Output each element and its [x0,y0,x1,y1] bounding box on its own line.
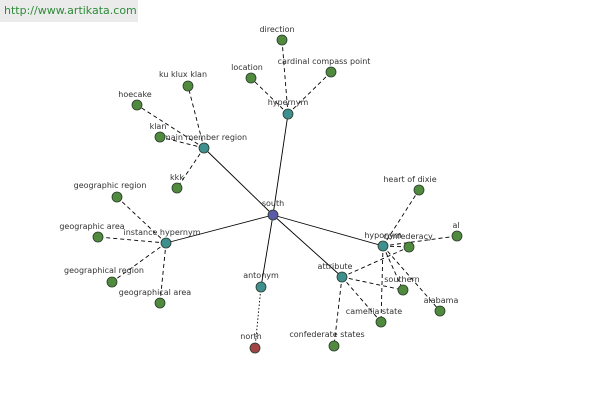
node-antonym[interactable] [255,281,267,293]
node-hyponym[interactable] [377,240,389,252]
node-geo_region1[interactable] [111,191,123,203]
edge-hyponym-southern [382,245,404,291]
edge-hypernym_top-cardinal [287,71,332,115]
edge-attribute-confederate_states [333,276,343,347]
node-label-instance_hypernym: instance hypernym [124,228,201,237]
edge-instance_hypernym-geo_region2 [111,242,167,283]
edge-south-main_member [203,147,274,216]
node-label-confederate_states: confederate states [289,330,364,339]
node-location[interactable] [245,72,257,84]
node-label-geo_area2: geographical area [119,288,192,297]
edge-attribute-camellia [341,276,382,323]
node-cardinal[interactable] [325,66,337,78]
node-kkk_clan[interactable] [182,80,194,92]
node-label-geo_region1: geographic region [74,181,147,190]
node-label-kkk_clan: ku klux klan [159,70,207,79]
edge-hyponym-camellia [380,245,384,323]
edge-instance_hypernym-geo_region1 [116,196,167,244]
site-watermark[interactable]: http://www.artikata.com [0,0,138,22]
node-southern[interactable] [397,284,409,296]
node-main_member[interactable] [198,142,210,154]
node-hoecake[interactable] [131,99,143,111]
edge-south-instance_hypernym [165,214,274,244]
node-label-hoecake: hoecake [118,90,152,99]
edge-south-antonym [260,214,274,288]
edge-hyponym-alabama [382,245,441,312]
node-attribute[interactable] [336,271,348,283]
node-label-cardinal: cardinal compass point [278,57,371,66]
node-label-camellia: camellia state [346,307,402,316]
edge-main_member-kkk_clan [187,85,205,149]
node-klan[interactable] [154,131,166,143]
node-label-alabama: alabama [424,296,459,305]
edge-attribute-confederacy [341,246,410,278]
node-instance_hypernym[interactable] [160,237,172,249]
node-label-confederacy: confederacy [383,232,433,241]
edge-south-attribute [272,214,343,278]
node-north[interactable] [249,342,261,354]
node-label-geo_region2: geographical region [64,266,144,275]
edge-main_member-klan [159,136,205,149]
node-label-klan: klan [150,122,167,131]
node-kkk[interactable] [171,182,183,194]
node-label-main_member: main member region [163,133,247,142]
edge-main_member-hoecake [136,104,205,149]
node-camellia[interactable] [375,316,387,328]
node-label-kkk: kkk [170,173,184,182]
edge-south-hyponym [272,214,384,247]
edge-hyponym-al [382,235,458,247]
node-label-south: south [262,199,284,208]
node-alabama[interactable] [434,305,446,317]
edge-main_member-kkk [176,147,205,189]
node-label-attribute: attribute [318,262,353,271]
edge-hypernym_top-location [250,77,289,115]
node-label-southern: southern [384,275,419,284]
node-south[interactable] [267,209,279,221]
node-direction[interactable] [276,34,288,46]
labels-layer: south hypernym direction location cardinal c… [59,25,459,341]
node-label-direction: direction [259,25,294,34]
edges-layer [97,39,458,349]
nodes-layer [92,34,463,354]
edge-attribute-southern [341,276,404,291]
node-label-location: location [231,63,263,72]
node-geo_area2[interactable] [154,297,166,309]
node-geo_region2[interactable] [106,276,118,288]
node-label-al: al [452,221,459,230]
edge-south-hypernym_top [272,113,289,216]
node-hypernym_top[interactable] [282,108,294,120]
edge-hypernym_top-direction [281,39,289,115]
node-heart_dixie[interactable] [413,184,425,196]
node-geo_area1[interactable] [92,231,104,243]
node-label-heart_dixie: heart of dixie [383,175,436,184]
node-label-hypernym_top: hypernym [268,98,309,107]
node-label-north: north [240,332,261,341]
edge-instance_hypernym-geo_area1 [97,236,167,244]
node-label-antonym: antonym [243,271,279,280]
edge-instance_hypernym-geo_area2 [159,242,167,304]
node-confederate_states[interactable] [328,340,340,352]
node-label-hyponym: hyponym [364,231,402,240]
node-label-geo_area1: geographic area [59,222,124,231]
node-confederacy[interactable] [403,241,415,253]
node-al[interactable] [451,230,463,242]
